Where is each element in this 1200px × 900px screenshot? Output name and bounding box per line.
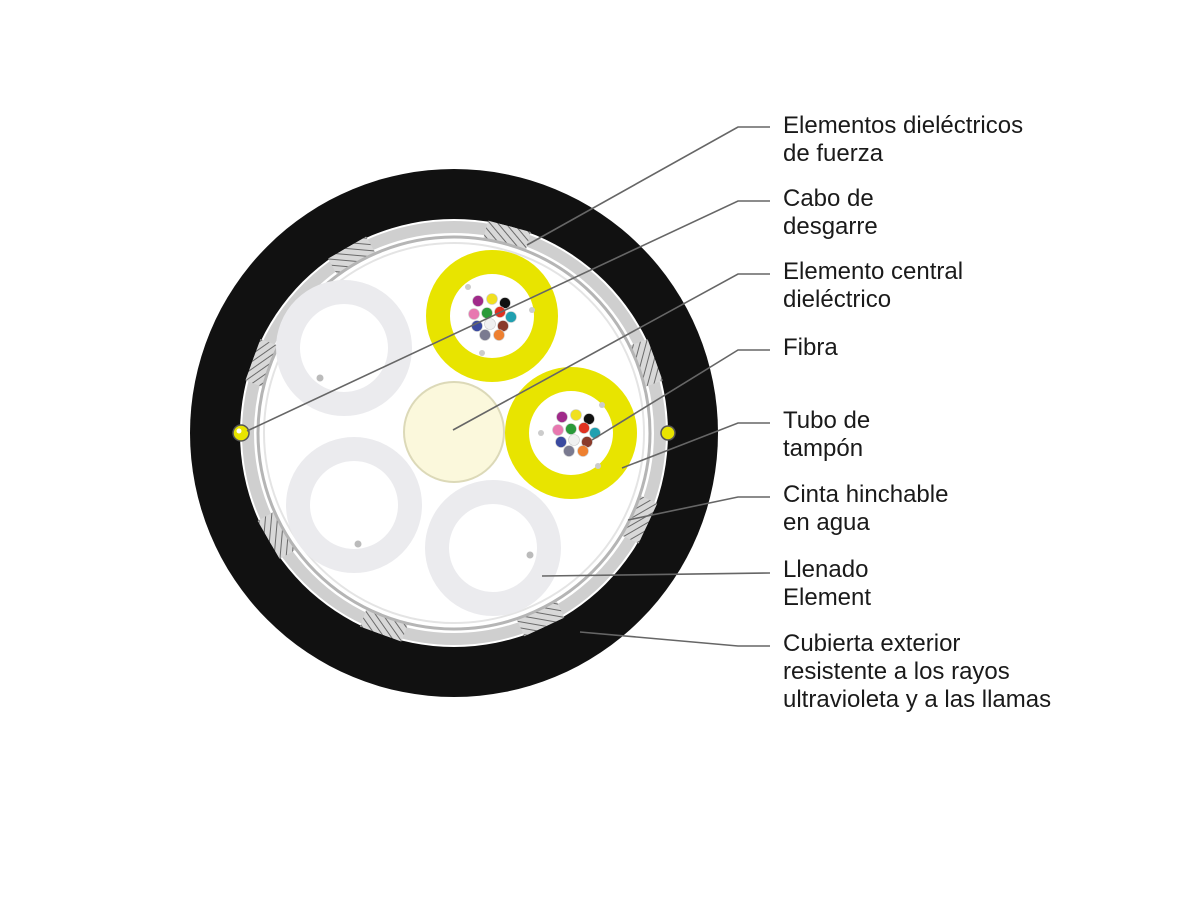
optical-fiber <box>578 422 590 434</box>
label-water-blocking-tape: Cinta hinchable en agua <box>783 481 955 536</box>
label-outer-jacket: Cubierta exterior resistente a los rayos… <box>783 630 1051 713</box>
optical-fiber <box>552 424 564 436</box>
optical-fiber <box>563 445 575 457</box>
filler-element-bottom-right <box>425 480 561 616</box>
ripcord-right <box>660 425 676 441</box>
leader-line-filler <box>541 572 771 577</box>
leader-line-buffer-tube <box>621 422 770 469</box>
optical-fiber <box>493 329 505 341</box>
strength-member-yarn <box>622 495 658 544</box>
optical-fiber <box>565 423 577 435</box>
strength-member-yarn <box>516 601 565 637</box>
fiber-bundle <box>552 409 601 457</box>
leader-line-central-member <box>452 273 770 431</box>
optical-fiber <box>472 295 484 307</box>
central-strength-member <box>403 381 505 483</box>
leader-line-water-blocking-tape <box>627 496 770 521</box>
filler-element-bottom-left <box>286 437 422 573</box>
buffer-tube-right <box>505 367 637 499</box>
ripcord-left <box>232 424 250 442</box>
label-filler: Llenado Element <box>783 556 875 611</box>
leader-line-outer-jacket <box>579 631 770 647</box>
label-ripcord: Cabo de desgarre <box>783 185 880 240</box>
optical-fiber <box>499 297 511 309</box>
optical-fiber <box>505 311 517 323</box>
optical-fiber <box>484 318 496 330</box>
leader-line-fiber <box>591 349 770 441</box>
optical-fiber <box>589 427 601 439</box>
optical-fiber <box>570 409 582 421</box>
label-buffer-tube: Tubo de tampón <box>783 407 877 462</box>
filler-element-top-left <box>276 280 412 416</box>
optical-fiber <box>479 329 491 341</box>
optical-fiber <box>568 434 580 446</box>
strength-member-yarn <box>327 236 376 275</box>
strength-member-yarn <box>245 339 278 387</box>
optical-fiber <box>468 308 480 320</box>
label-strength-members: Elementos dieléctricos de fuerza <box>783 112 1030 167</box>
leader-line-ripcord <box>246 200 770 432</box>
fiber-bundle <box>468 293 517 341</box>
optical-fiber <box>555 436 567 448</box>
label-fiber: Fibra <box>783 334 838 361</box>
strength-member-yarn <box>360 609 408 642</box>
strength-member-yarn <box>630 339 663 387</box>
strength-member-yarn <box>483 220 531 250</box>
optical-fiber <box>577 445 589 457</box>
optical-fiber <box>556 411 568 423</box>
label-central-member: Elemento central dieléctrico <box>783 258 970 313</box>
optical-fiber <box>486 293 498 305</box>
strength-member-yarn <box>257 511 296 560</box>
leader-line-strength-members <box>526 126 770 246</box>
leader-lines <box>246 126 771 647</box>
optical-fiber <box>583 413 595 425</box>
